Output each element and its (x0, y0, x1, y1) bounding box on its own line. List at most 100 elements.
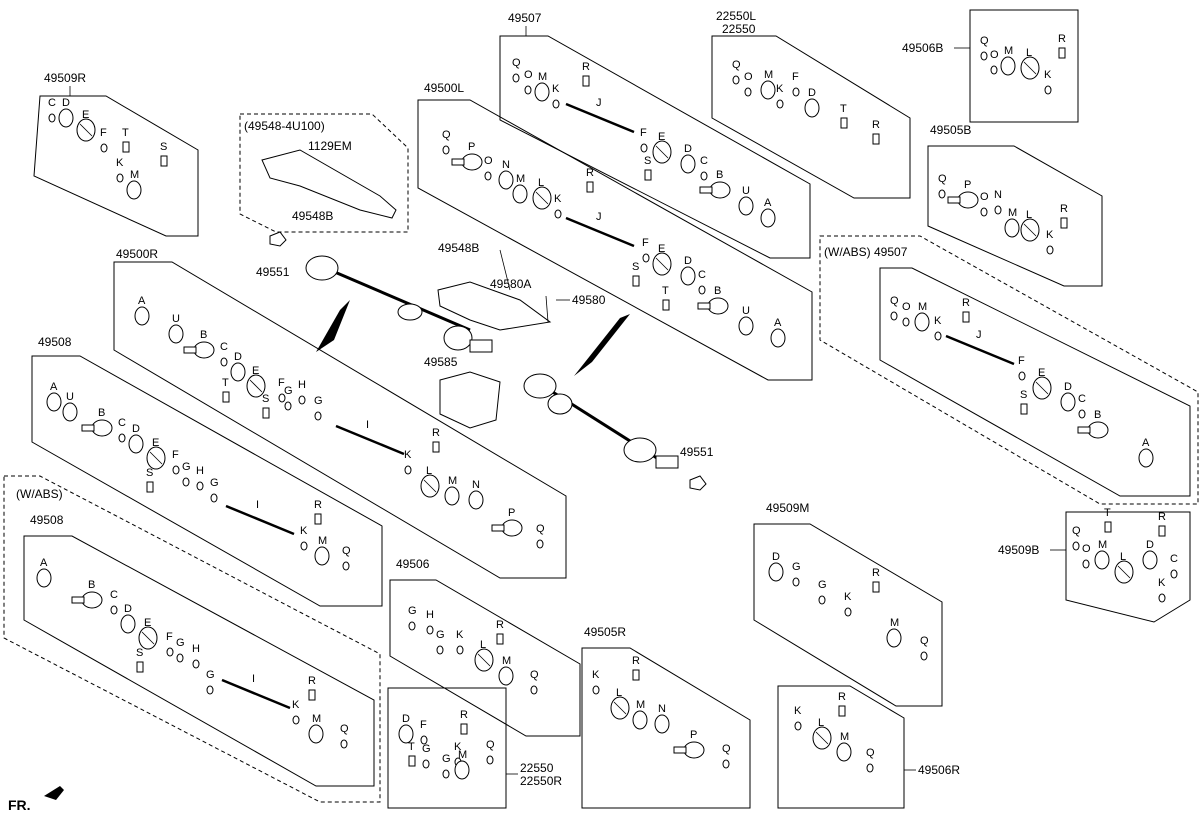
part-letter: K (404, 449, 412, 461)
part-u: U (168, 313, 184, 344)
part-g: G (182, 461, 191, 487)
part-letter: L (426, 465, 432, 477)
part-letter: B (88, 579, 95, 591)
part-q: Q (866, 747, 875, 773)
part-letter: S (644, 155, 651, 167)
part-d: D (804, 87, 820, 118)
part-d: D (1142, 539, 1158, 570)
part-n: N (994, 189, 1002, 215)
label-49548B-inset: 49548B (292, 209, 333, 223)
part-d: D (680, 255, 696, 286)
part-h: H (196, 465, 204, 491)
part-letter: E (252, 365, 259, 377)
part-letter: I (256, 499, 259, 511)
part-letter: Q (442, 129, 451, 141)
part-r: R (308, 675, 316, 701)
part-letter: D (772, 551, 780, 563)
part-t: T (222, 377, 230, 403)
part-c: C (700, 155, 708, 181)
part-m: M (512, 173, 528, 204)
part-letter: C (110, 589, 118, 601)
part-letter: Q (536, 523, 545, 535)
part-b: B (1077, 409, 1109, 439)
part-letter: D (402, 713, 410, 725)
box-49506 (389, 579, 581, 737)
part-letter: M (318, 535, 327, 547)
part-letter: A (138, 295, 146, 307)
center-shaft-upper (305, 255, 493, 353)
part-f: F (278, 377, 286, 403)
part-letter: K (776, 83, 784, 95)
bracket-49548B (437, 281, 552, 331)
part-l: L (1114, 551, 1134, 584)
part-letter: R (308, 675, 316, 687)
part-letter: A (774, 317, 782, 329)
part-i: I (335, 419, 405, 456)
part-g: G (442, 753, 451, 779)
part-letter: E (152, 437, 159, 449)
part-letter: J (596, 97, 602, 109)
part-l: L (420, 465, 440, 498)
part-letter: J (596, 211, 602, 223)
label-49585: 49585 (424, 355, 458, 369)
part-g: G (314, 395, 323, 421)
part-e: E (652, 243, 672, 276)
part-letter: R (962, 297, 970, 309)
part-letter: M (636, 699, 645, 711)
label-49548-4U100: (49548-4U100) (244, 119, 325, 133)
part-k: K (592, 669, 600, 695)
part-letter: G (206, 669, 215, 681)
part-m: M (1000, 45, 1016, 76)
part-letter: Q (486, 739, 495, 751)
part-letter: D (1064, 381, 1072, 393)
part-letter: D (684, 143, 692, 155)
part-letter: L (1026, 47, 1032, 59)
part-letter: T (408, 741, 415, 753)
label-49500L: 49500L (424, 81, 464, 95)
part-letter: Q (722, 743, 731, 755)
box-49500R (113, 261, 567, 579)
part-letter: K (116, 157, 124, 169)
part-letter: K (934, 315, 942, 327)
part-letter: A (50, 381, 58, 393)
part-letter: E (658, 131, 665, 143)
part-letter: G (182, 461, 191, 473)
label-49507-abs: (W/ABS) 49507 (824, 245, 908, 259)
part-l: L (474, 639, 494, 672)
part-s: S (146, 467, 154, 493)
part-k: K (934, 315, 942, 341)
part-r: R (1158, 511, 1166, 537)
part-letter: O (524, 69, 533, 81)
box-49500L (417, 99, 813, 381)
part-r: R (962, 297, 970, 323)
part-q: Q (1072, 525, 1081, 551)
part-r: R (1058, 33, 1066, 59)
part-letter: E (144, 617, 151, 629)
part-letter: M (538, 71, 547, 83)
part-letter: A (40, 557, 48, 569)
part-m: M (498, 655, 514, 686)
part-letter: D (62, 97, 70, 109)
part-e: E (1032, 367, 1052, 400)
part-a: A (770, 317, 786, 348)
part-t: T (1104, 507, 1112, 533)
part-letter: M (516, 173, 525, 185)
part-letter: F (278, 377, 285, 389)
part-r: R (838, 691, 846, 717)
part-letter: K (456, 629, 464, 641)
label-wabs: (W/ABS) (16, 487, 63, 501)
part-m: M (1094, 539, 1110, 570)
part-a: A (46, 381, 62, 412)
part-letter: O (1082, 543, 1091, 555)
part-n: N (654, 703, 670, 734)
part-letter: L (818, 717, 824, 729)
part-letter: K (454, 741, 462, 753)
part-letter: R (582, 61, 590, 73)
inset-bracket (261, 149, 397, 219)
box-49506R (777, 685, 905, 809)
label-1129EM: 1129EM (308, 139, 352, 153)
part-letter: O (902, 301, 911, 313)
part-letter: B (716, 169, 723, 181)
part-letter: A (1142, 437, 1150, 449)
part-letter: G (176, 637, 185, 649)
